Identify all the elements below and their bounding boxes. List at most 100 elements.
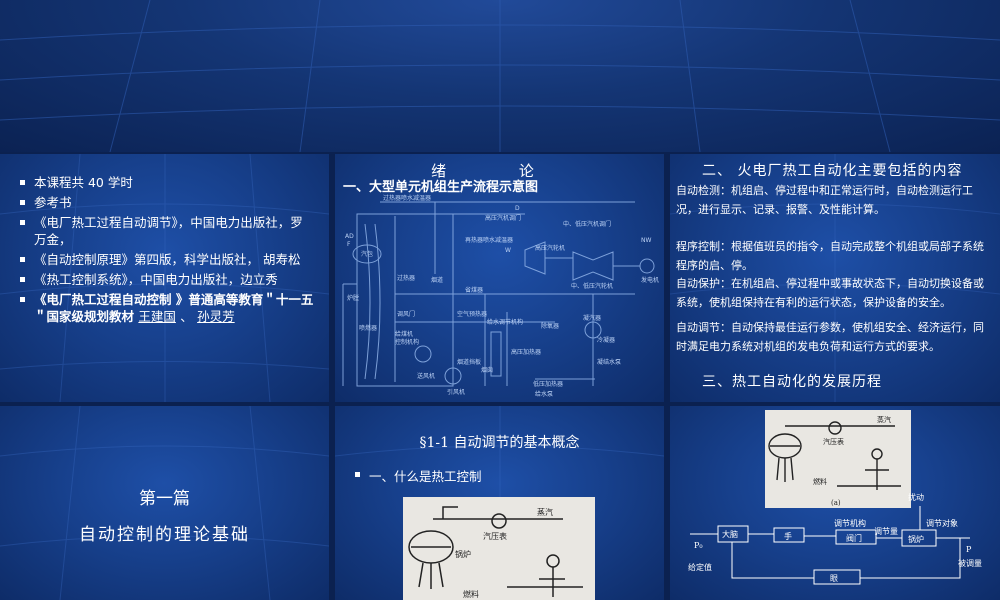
slide-automation-contents[interactable]: 二、 火电厂热工自动化主要包括的内容 自动检测：机组启、停过程中和正常运行时，自… [670, 154, 1000, 402]
label-drum: 锅炉 [455, 549, 471, 559]
reference-list: 本课程共 40 学时 参考书 《电厂热工过程自动调节》，中国电力出版社，罗万金，… [20, 174, 315, 328]
label-ad: AD [345, 233, 354, 240]
label-gauge: 汽压表 [823, 437, 844, 446]
label-hp-turbine: 高压汽轮机 [535, 244, 565, 252]
slide-references[interactable]: 本课程共 40 学时 参考书 《电厂热工过程自动调节》，中国电力出版社，罗万金，… [0, 154, 329, 402]
header-banner [0, 0, 1000, 152]
label-f: F [347, 241, 351, 248]
label-id-fan: 引风机 [447, 388, 465, 396]
label-exhaust-damper: 烟道挡板 [457, 358, 481, 366]
slide-subtitle: 一、大型单元机组生产流程示意图 [343, 180, 539, 195]
label-condensate-pump: 凝结水泵 [597, 358, 621, 366]
content-row-sequence: 程序控制：根据值班员的指令，自动完成整个机组或局部子系统程序的启、停。 [676, 238, 994, 275]
textbook-title: 《电厂热工过程自动控制 》普通高等教育＂十一五＂国家级规划教材 [34, 292, 314, 324]
label-generator: 发电机 [641, 276, 659, 284]
label-flue: 烟道 [431, 276, 443, 284]
label-steam: 蒸汽 [877, 415, 891, 424]
row-text: 自动保持最佳运行参数，使机组安全、经济运行，同时满足电力系统对机组的发电负荷和运… [676, 321, 984, 353]
content-row-detection: 自动检测：机组启、停过程中和正常运行时，自动检测运行工况，进行显示、记录、报警、… [676, 182, 994, 219]
label-hp-valve: 高压汽机调门 [485, 214, 521, 222]
label-coal-ctrl: 控制机构 [395, 338, 419, 346]
label-w: W [505, 247, 511, 254]
label-fd-fan: 送风机 [417, 372, 435, 380]
label-eye: 眼 [830, 574, 838, 583]
slide-grid-decoration [0, 154, 329, 402]
label-nw: NW [641, 237, 651, 244]
question-text: 一、什么是热工控制 [369, 469, 482, 484]
content-row-regulation: 自动调节：自动保持最佳运行参数，使机组安全、经济运行，同时满足电力系统对机组的发… [676, 319, 994, 356]
label-mlp-valve: 中、低压汽机调门 [563, 220, 611, 228]
row-text: 根据值班员的指令，自动完成整个机组或局部子系统程序的启、停。 [676, 240, 984, 272]
process-flow-diagram: 过热器喷水减温器 再热器喷水减温器 高压汽机调门 中、低压汽机调门 高压汽轮机 … [342, 194, 659, 398]
part-label: 第一篇 [139, 489, 190, 509]
list-item: 《自动控制原理》第四版，科学出版社， 胡寿松 [20, 251, 315, 268]
row-text: 机组启、停过程中和正常运行时，自动检测运行工况，进行显示、记录、报警、及性能计算… [676, 184, 973, 216]
label-burner: 喷燃器 [359, 324, 377, 332]
label-furnace: 炉膛 [347, 294, 359, 302]
label-air-preheater: 空气预热器 [457, 310, 487, 318]
label-reheat-spray: 再热器喷水减温器 [465, 236, 513, 244]
label-steam: 蒸汽 [537, 507, 553, 517]
label-chimney: 烟囱 [481, 366, 493, 374]
row-key: 程序控制： [676, 240, 731, 253]
label-brain: 大脑 [722, 529, 738, 539]
label-economizer: 省煤器 [465, 286, 483, 294]
block-hand [773, 527, 805, 543]
label-disturbance: 扰动 [908, 492, 924, 502]
row-text: 在机组启、停过程中或事故状态下，自动切换设备或系统，使机组保持在有利的运行状态，… [676, 277, 984, 309]
label-mlp-turbine: 中、低压汽轮机 [571, 282, 613, 290]
label-hp-heater: 高压加热器 [511, 348, 541, 356]
bullet-question: 一、什么是热工控制 [355, 466, 482, 485]
label-gauge: 汽压表 [483, 531, 507, 541]
label-cold-water: 冷凝器 [597, 336, 615, 344]
section-title: §1-1 自动调节的基本概念 [419, 435, 580, 451]
boiler-operator-illustration: 蒸汽 汽压表 燃料 (a) [765, 410, 911, 508]
label-regulated-qty: 调节量 [874, 527, 898, 536]
label-d: D [515, 205, 520, 212]
label-water-valve: 给水调节机构 [487, 318, 523, 326]
label-mechanism: 调节机构 [834, 518, 866, 528]
part-title: 自动控制的理论基础 [79, 525, 250, 545]
label-superheater: 过热器 [397, 274, 415, 282]
label-boiler: 锅炉 [908, 534, 924, 544]
label-condenser: 凝汽器 [583, 314, 601, 322]
label-feed-pump: 给水泵 [535, 390, 553, 398]
author-link-2[interactable]: 孙灵芳 [197, 309, 235, 324]
control-block-diagram: 扰动 大脑 手 调节机构 阀门 调节量 调节对象 锅炉 眼 P₀ 给定值 P 被… [688, 492, 982, 585]
banner-grid-decoration [0, 0, 1000, 152]
label-coal-feeder: 给煤机 [395, 330, 413, 338]
list-item: 《电厂热工过程自动调节》，中国电力出版社，罗万金， [20, 214, 315, 248]
author-link-1[interactable]: 王建国 [138, 309, 176, 324]
slide-grid-decoration [0, 406, 329, 600]
boiler-operator-illustration: 蒸汽 汽压表 锅炉 燃料 [403, 497, 595, 600]
list-item: 参考书 [20, 194, 315, 211]
row-key: 自动检测： [676, 184, 731, 197]
slide-basic-concepts[interactable]: §1-1 自动调节的基本概念 一、什么是热工控制 蒸汽 汽压表 锅炉 燃料 [335, 406, 664, 600]
label-controlled: 被调量 [958, 558, 982, 568]
label-lp-heater: 低压加热器 [533, 380, 563, 388]
label-drum: 汽包 [361, 250, 373, 258]
label-caption: (a) [831, 499, 841, 507]
slide-block-diagram[interactable]: 蒸汽 汽压表 燃料 (a) 扰动 大脑 手 调节机构 阀门 调节量 调节对象 [670, 406, 1000, 600]
block-valve [835, 529, 877, 545]
row-key: 自动保护： [676, 277, 731, 290]
section-heading-3: 三、热工自动化的发展历程 [702, 374, 882, 390]
label-p: P [966, 545, 972, 554]
slide-process-flow[interactable]: 过热器喷水减温器 再热器喷水减温器 高压汽机调门 中、低压汽机调门 高压汽轮机 … [335, 154, 664, 402]
label-fuel: 燃料 [463, 589, 479, 599]
label-superheat-spray: 过热器喷水减温器 [383, 194, 431, 202]
slide-title: 绪 论 [431, 162, 568, 180]
label-damper: 调风门 [397, 310, 415, 318]
content-row-protection: 自动保护：在机组启、停过程中或事故状态下，自动切换设备或系统，使机组保持在有利的… [676, 275, 994, 312]
label-setpoint: 给定值 [688, 562, 712, 572]
section-heading: 二、 火电厂热工自动化主要包括的内容 [702, 163, 963, 179]
row-key: 自动调节： [676, 321, 731, 334]
label-deaerator: 除氧器 [541, 322, 559, 330]
label-hand: 手 [784, 531, 792, 541]
list-item: 本课程共 40 学时 [20, 174, 315, 191]
list-item: 《热工控制系统》，中国电力出版社，边立秀 [20, 271, 315, 288]
label-object: 调节对象 [926, 518, 958, 528]
block-eye [813, 569, 861, 585]
slide-part-one[interactable]: 第一篇 自动控制的理论基础 [0, 406, 329, 600]
slide-grid-decoration [670, 154, 1000, 402]
